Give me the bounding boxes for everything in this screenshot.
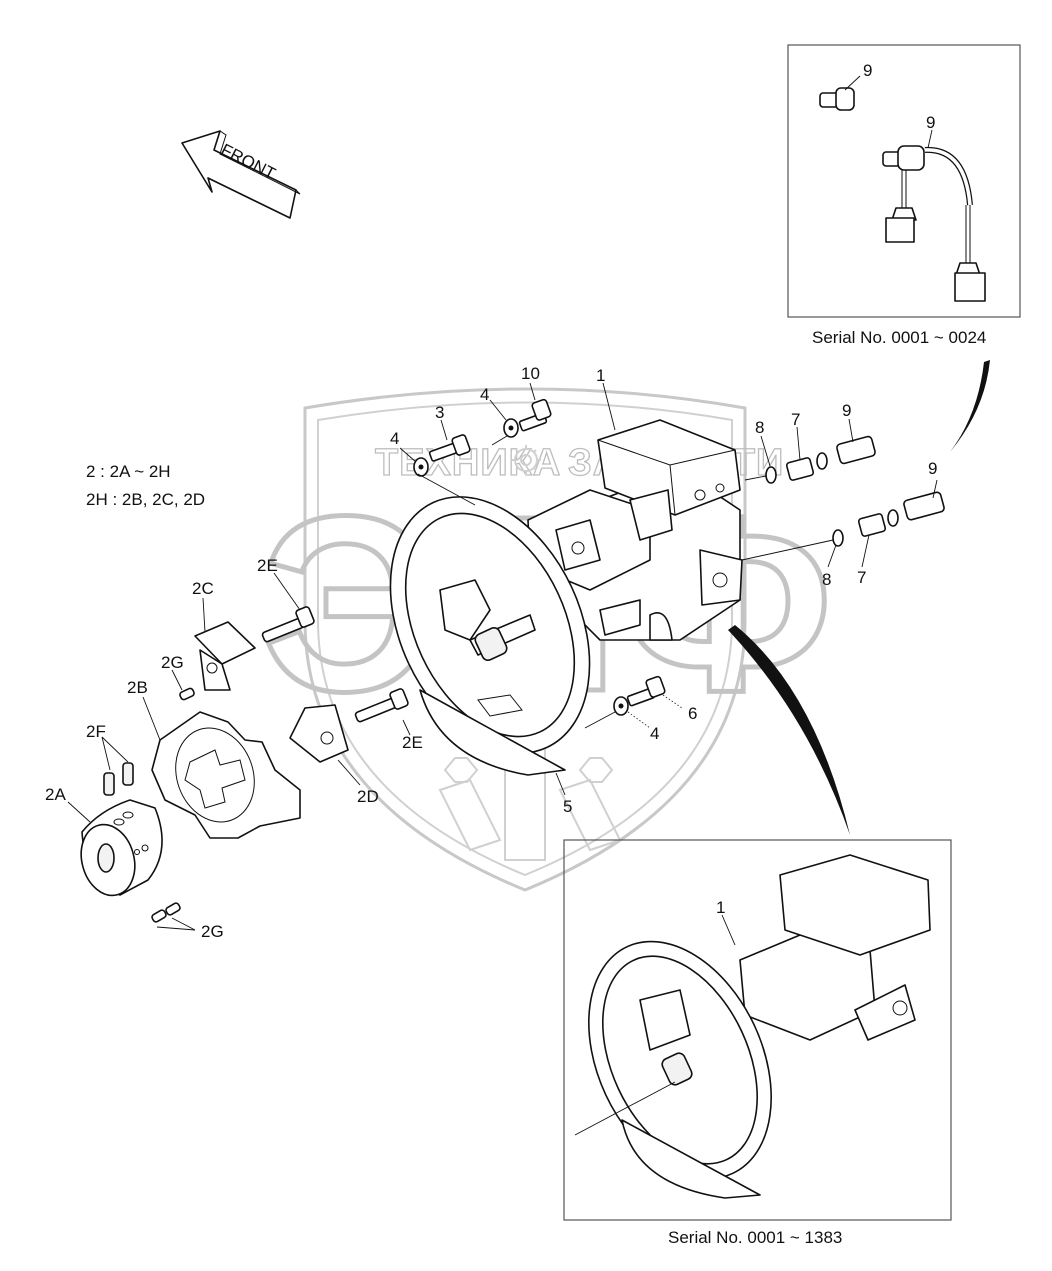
- callout-5: 5: [563, 797, 572, 816]
- callout-inset-9b: 9: [926, 113, 935, 132]
- callout-2e-lower: 2E: [402, 733, 423, 752]
- inset-sensor-harness: 9 9 Serial No. 0001 ~ 0024: [787, 44, 1021, 347]
- washer-4b: [503, 418, 519, 438]
- callout-2d: 2D: [357, 787, 379, 806]
- callout-2b: 2B: [127, 678, 148, 697]
- screw-2e-upper: [261, 606, 315, 643]
- front-direction-arrow: FRONT: [181, 130, 301, 219]
- callout-2a: 2A: [45, 785, 66, 804]
- bolt-3: [428, 434, 471, 462]
- callout-2e-upper: 2E: [257, 556, 278, 575]
- inset-caption-bottom: Serial No. 0001 ~ 1383: [668, 1228, 842, 1247]
- callout-2g-claw: 2G: [161, 653, 184, 672]
- callout-2f: 2F: [86, 722, 106, 741]
- callout-9-lower: 9: [928, 459, 937, 478]
- callout-4c: 4: [650, 724, 659, 743]
- bolt-6: [626, 675, 666, 707]
- fitting-lower: [832, 491, 945, 547]
- main-pump-assembly: [389, 419, 743, 776]
- callout-4b: 4: [390, 429, 399, 448]
- callout-9-upper: 9: [842, 401, 851, 420]
- note-line-2: 2H : 2B, 2C, 2D: [86, 490, 205, 509]
- callout-7-lower: 7: [857, 568, 866, 587]
- callout-10: 10: [521, 364, 540, 383]
- callout-7-upper: 7: [791, 410, 800, 429]
- callout-4a: 4: [480, 385, 489, 404]
- fitting-upper: [765, 435, 876, 484]
- reference-arrow-top: [950, 360, 990, 452]
- callouts: 1 10 4 3 4 8 7 9 9 8 7 6 4 5 2E 2C 2G 2B…: [45, 364, 937, 941]
- set-screws-2f: [103, 762, 134, 796]
- callout-8-upper: 8: [755, 418, 764, 437]
- bolt-10: [518, 398, 552, 432]
- callout-3: 3: [435, 403, 444, 422]
- inset-frame-bottom: [563, 839, 952, 1221]
- gear-icon: [511, 445, 541, 475]
- callout-inset-1: 1: [716, 898, 725, 917]
- washer-4c: [613, 696, 629, 716]
- claw-2d: [289, 704, 349, 763]
- inset-frame: [787, 44, 1021, 318]
- callout-2c: 2C: [192, 579, 214, 598]
- flex-element-2b: [151, 711, 301, 839]
- inset-caption-top: Serial No. 0001 ~ 0024: [812, 328, 986, 347]
- washer-4a: [413, 457, 429, 477]
- screw-2e-lower: [354, 688, 409, 723]
- callout-6: 6: [688, 704, 697, 723]
- callout-8-lower: 8: [822, 570, 831, 589]
- coupling-hub-2a: [80, 799, 163, 897]
- note-line-1: 2 : 2A ~ 2H: [86, 462, 171, 481]
- callout-1: 1: [596, 366, 605, 385]
- set-screw-2g-claw: [179, 687, 195, 701]
- callout-inset-9a: 9: [863, 61, 872, 80]
- cover-plate: [419, 689, 566, 776]
- watermark-shield: [303, 387, 747, 892]
- inset-pump-earlier: 1 Serial No. 0001 ~ 1383: [563, 839, 952, 1247]
- claw-2c: [194, 621, 256, 691]
- callout-2g-hub: 2G: [201, 922, 224, 941]
- leader-lines: [67, 382, 938, 931]
- set-screws-2g-hub: [151, 902, 181, 923]
